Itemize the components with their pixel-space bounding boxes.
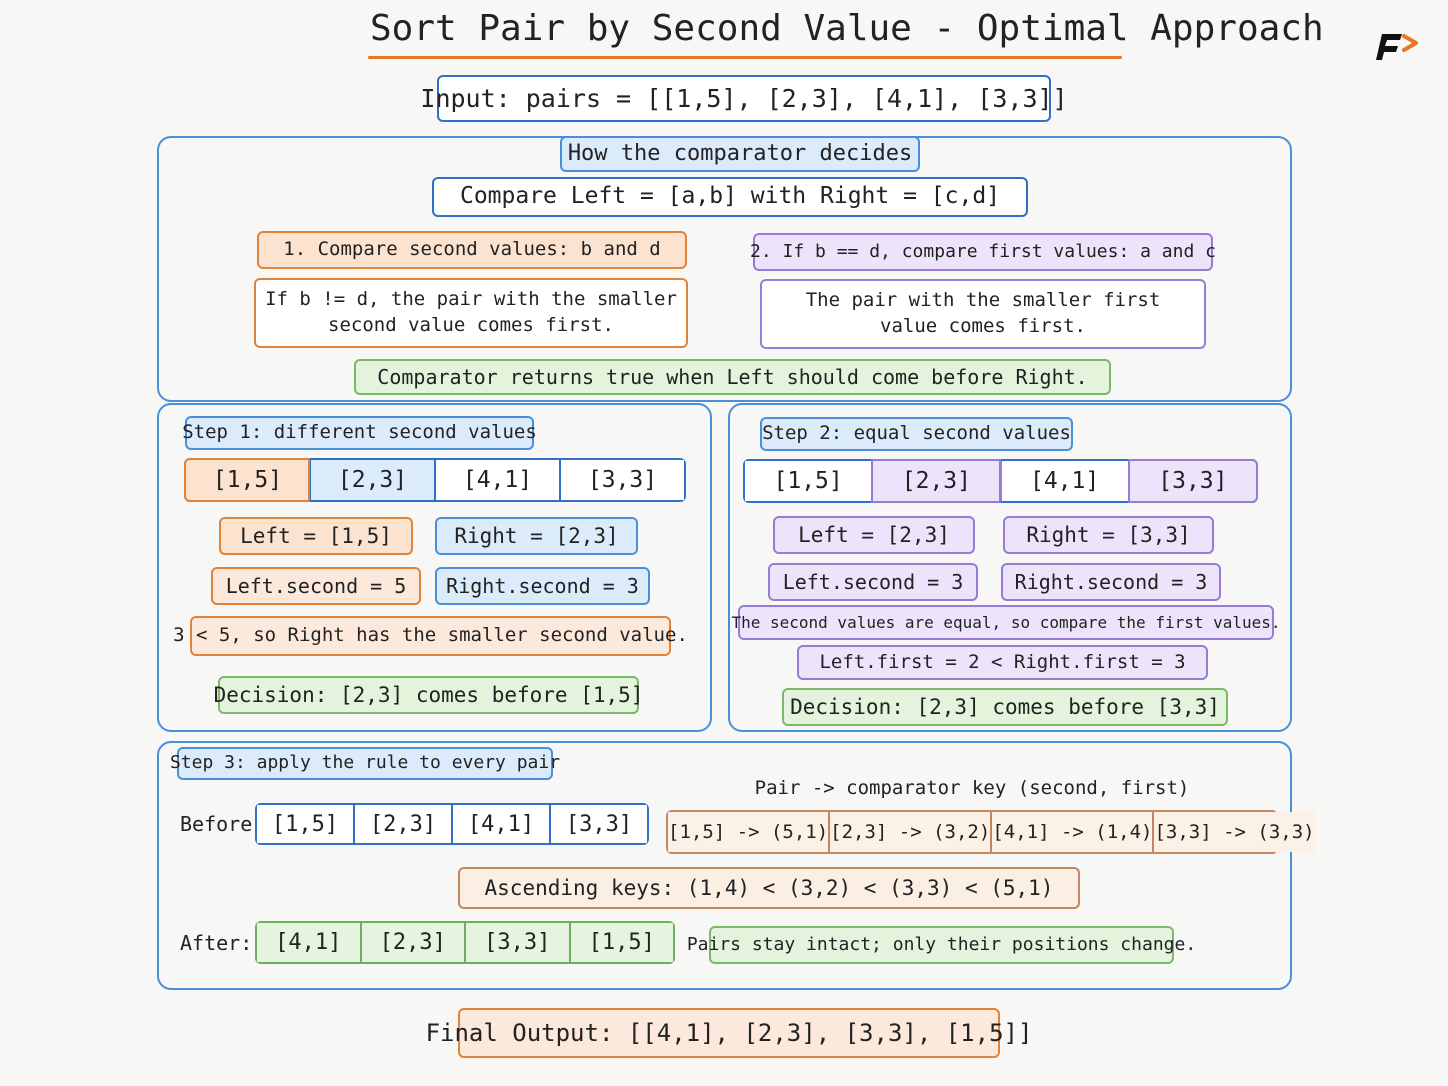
step1-left-second: Left.second = 5 (211, 567, 421, 605)
rule2-line2: value comes first. (880, 315, 1086, 337)
compare-box: Compare Left = [a,b] with Right = [c,d] (432, 177, 1028, 217)
step2-right-second: Right.second = 3 (1001, 563, 1221, 601)
comparator-returns: Comparator returns true when Left should… (354, 359, 1111, 395)
after-pair-cell: [4,1] (257, 923, 362, 962)
step2-pair-cell: [3,3] (1129, 461, 1256, 501)
after-row: [4,1] [2,3] [3,3] [1,5] (255, 921, 675, 964)
step1-panel (157, 403, 712, 732)
step1-right: Right = [2,3] (435, 517, 638, 555)
ascending-keys: Ascending keys: (1,4) < (3,2) < (3,3) < … (458, 867, 1080, 909)
step3-panel (157, 741, 1292, 990)
rule1-title: 1. Compare second values: b and d (257, 231, 687, 269)
input-box: Input: pairs = [[1,5], [2,3], [4,1], [3,… (420, 75, 1068, 122)
rule1-line1: If b != d, the pair with the smaller (265, 288, 677, 311)
step1-pair-cell: [1,5] (186, 460, 311, 500)
step1-title: Step 1: different second values (182, 416, 537, 450)
step1-pairs-row: [1,5] [2,3] [4,1] [3,3] (184, 458, 686, 502)
rule1-line2: second value comes first. (328, 314, 614, 336)
final-output: Final Output: [[4,1], [2,3], [3,3], [1,5… (426, 1008, 1032, 1058)
rule2-title: 2. If b == d, compare first values: a an… (750, 233, 1216, 271)
after-pair-cell: [3,3] (466, 923, 571, 962)
before-pair-cell: [2,3] (355, 805, 453, 843)
after-pair-cell: [2,3] (361, 923, 466, 962)
rule1-body: If b != d, the pair with the smaller sec… (254, 278, 688, 348)
step2-pair-cell: [4,1] (1001, 461, 1130, 501)
step2-first-compare: Left.first = 2 < Right.first = 3 (797, 645, 1208, 680)
rule2-line1: The pair with the smaller first (805, 289, 1161, 312)
before-label: Before: (180, 812, 265, 836)
step1-explain: 3 < 5, so Right has the smaller second v… (173, 616, 688, 656)
title-underline (368, 56, 1122, 59)
step1-decision: Decision: [2,3] comes before [1,5] (214, 676, 643, 714)
comparator-header: How the comparator decides (560, 136, 920, 172)
step2-decision: Decision: [2,3] comes before [3,3] (782, 688, 1228, 726)
page-title: Sort Pair by Second Value - Optimal Appr… (370, 8, 1324, 49)
after-note: Pairs stay intact; only their positions … (687, 926, 1196, 964)
keys-title: Pair -> comparator key (second, first) (754, 777, 1190, 799)
step2-pair-cell: [1,5] (745, 461, 874, 501)
step2-explain: The second values are equal, so compare … (731, 605, 1281, 640)
before-row: [1,5] [2,3] [4,1] [3,3] (255, 803, 649, 845)
keys-row: [1,5] -> (5,1) [2,3] -> (3,2) [4,1] -> (… (666, 810, 1315, 854)
before-pair-cell: [1,5] (257, 805, 355, 843)
before-pair-cell: [3,3] (551, 805, 647, 843)
before-pair-cell: [4,1] (453, 805, 551, 843)
key-cell: [2,3] -> (3,2) (830, 812, 993, 852)
key-cell: [3,3] -> (3,3) (1154, 812, 1315, 852)
step1-right-second: Right.second = 3 (435, 567, 650, 605)
step1-left: Left = [1,5] (219, 517, 413, 555)
step1-pair-cell: [4,1] (436, 460, 561, 500)
step2-panel (728, 403, 1292, 732)
step2-left-second: Left.second = 3 (768, 563, 978, 601)
rule2-body: The pair with the smaller first value co… (760, 279, 1206, 349)
step1-pair-cell: [3,3] (561, 460, 684, 500)
step1-left-highlight (184, 458, 310, 502)
step2-right-highlight (1128, 459, 1258, 503)
after-label: After: (180, 931, 253, 955)
step3-title: Step 3: apply the rule to every pair (170, 747, 560, 780)
step1-pair-cell: [2,3] (311, 460, 436, 500)
key-cell: [1,5] -> (5,1) (668, 812, 831, 852)
step2-title: Step 2: equal second values (760, 417, 1073, 451)
brand-logo (1372, 30, 1420, 64)
after-pair-cell: [1,5] (570, 923, 673, 962)
step2-left-highlight (871, 459, 1001, 503)
step2-left: Left = [2,3] (773, 516, 975, 554)
step2-right: Right = [3,3] (1003, 516, 1214, 554)
key-cell: [4,1] -> (1,4) (992, 812, 1155, 852)
